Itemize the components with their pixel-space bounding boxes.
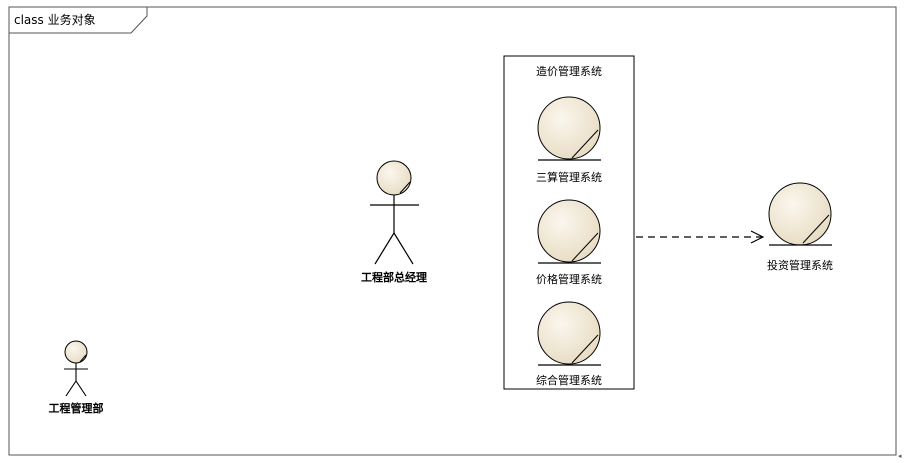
entity-label: 三算管理系统 — [536, 170, 602, 184]
entity-slash — [571, 334, 599, 364]
actor-engineering-manager[interactable]: 工程部总经理 — [361, 160, 427, 284]
entity-slash — [571, 129, 599, 159]
entity-comprehensive[interactable]: 综合管理系统 — [536, 301, 602, 387]
entity-label: 投资管理系统 — [767, 258, 833, 272]
entity-slash — [802, 214, 830, 244]
entity-icon — [768, 182, 832, 246]
entity-label: 综合管理系统 — [536, 373, 602, 387]
actor-label: 工程部总经理 — [361, 270, 427, 284]
resize-mark: ◂ — [898, 452, 902, 460]
package-label: 造价管理系统 — [536, 64, 602, 78]
package-cost-management[interactable]: 造价管理系统 三算管理系统 价格管理系统 综合管理系统 — [503, 55, 635, 390]
actor-engineering-dept[interactable]: 工程管理部 — [49, 340, 104, 415]
diagram-frame — [8, 6, 897, 456]
entity-price[interactable]: 价格管理系统 — [536, 199, 602, 286]
entity-label: 价格管理系统 — [536, 272, 602, 286]
entity-icon — [537, 301, 601, 365]
entity-investment[interactable]: 投资管理系统 — [767, 182, 833, 272]
entity-sansuan[interactable]: 三算管理系统 — [536, 96, 602, 184]
entity-slash — [571, 232, 599, 262]
actor-label: 工程管理部 — [49, 401, 104, 415]
frame-title: class 业务对象 — [14, 12, 96, 27]
actor-icon — [370, 160, 419, 265]
actor-icon — [64, 340, 88, 397]
frame-title-tab[interactable]: class 业务对象 — [8, 6, 148, 34]
entity-icon — [537, 199, 601, 263]
entity-icon — [537, 96, 601, 160]
